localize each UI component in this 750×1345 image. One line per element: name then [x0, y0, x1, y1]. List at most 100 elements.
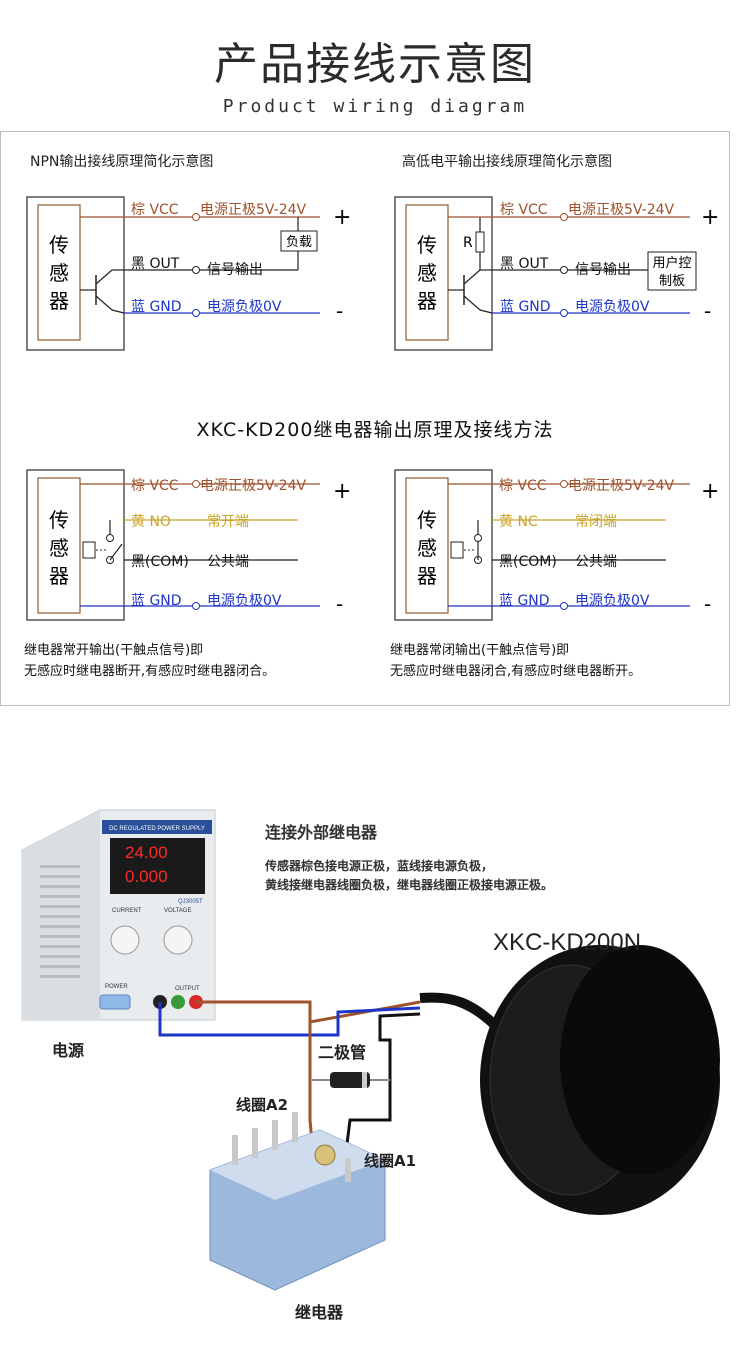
- sensor-char: 传: [417, 233, 437, 257]
- sensor-char: 器: [417, 289, 437, 313]
- blue-label: 蓝 GND: [499, 593, 550, 609]
- neg-label: 电源负极0V: [575, 299, 650, 315]
- blue-terminal: [560, 309, 568, 317]
- coil-a1-label: 线圈A1: [364, 1152, 416, 1170]
- sensor-face: [560, 945, 720, 1175]
- note-line: 无感应时继电器断开,有感应时继电器闭合。: [24, 664, 276, 679]
- brown-wire: [196, 1000, 421, 1024]
- sig-label: 信号输出: [207, 262, 263, 278]
- sensor-box: [26, 469, 125, 621]
- hilo-diagram-title: 高低电平输出接线原理简化示意图: [402, 154, 612, 170]
- psu-voltage-knob[interactable]: [163, 925, 193, 955]
- black-label: 黑 OUT: [500, 256, 549, 272]
- relay-no-diagram: 传 感 器 棕 VCC 电源正极5V-24V 黄 NO 常开端 黑(COM) 公…: [26, 469, 351, 621]
- neg-label: 电源负极0V: [207, 593, 282, 609]
- relay-no-note: 继电器常开输出(干触点信号)即 无感应时继电器断开,有感应时继电器闭合。: [24, 640, 275, 682]
- black-terminal: [560, 266, 568, 274]
- resistor: [475, 231, 485, 253]
- wiring-diagram-panel: [0, 131, 730, 706]
- page-subtitle: Product wiring diagram: [222, 96, 528, 117]
- transistor-emitter: [463, 295, 481, 311]
- blue-label: 蓝 GND: [131, 593, 182, 609]
- coil-a2-label: 线圈A2: [236, 1096, 288, 1114]
- relay-pin: [272, 1120, 278, 1150]
- neg-label: 电源负极0V: [575, 593, 650, 609]
- brown-label: 棕 VCC: [131, 202, 179, 218]
- photo-desc-line: 传感器棕色接电源正极，蓝线接电源负极，: [264, 858, 493, 873]
- load-label: 负载: [286, 235, 312, 250]
- psu-current-knob[interactable]: [110, 925, 140, 955]
- sensor-char: 传: [49, 233, 69, 257]
- sensor-inner-box: [405, 477, 449, 614]
- product-model: XKC-KD200N: [493, 929, 641, 956]
- relay-pin: [252, 1128, 258, 1158]
- black-label: 黑(COM): [499, 554, 557, 570]
- relay-pin: [232, 1135, 238, 1165]
- yellow-end-label: 常开端: [207, 514, 249, 530]
- sensor-cable: [419, 992, 504, 1034]
- minus-sign: -: [704, 592, 711, 616]
- sensor-char: 器: [417, 564, 437, 588]
- relay-coil: [82, 541, 96, 559]
- psu-voltage-readout: 24.00: [125, 843, 168, 862]
- yellow-label: 黄 NC: [499, 513, 538, 530]
- blue-terminal: [560, 602, 568, 610]
- psu-model: QJ3005T: [178, 899, 203, 905]
- brown-branch-wire: [308, 1022, 314, 1143]
- minus-sign: -: [336, 299, 343, 323]
- psu-voltage-knob-label: VOLTAGE: [164, 908, 191, 914]
- diode-label: 二极管: [318, 1043, 366, 1062]
- sensor-char: 感: [49, 261, 69, 285]
- sensor-xkc-kd200n: [480, 945, 720, 1215]
- relay-pin: [292, 1112, 298, 1142]
- psu-current-knob-label: CURRENT: [112, 908, 142, 914]
- plus-sign: +: [701, 205, 719, 230]
- black-end-label: 公共端: [207, 554, 249, 570]
- relay-switch-arm: [109, 543, 123, 561]
- brown-terminal: [192, 213, 200, 221]
- psu-output-label: OUTPUT: [175, 986, 200, 992]
- diode-band: [362, 1072, 367, 1088]
- diode-body: [330, 1072, 370, 1088]
- psu-brand: DC REGULATED POWER SUPPLY: [109, 826, 205, 832]
- psu-vents: [40, 865, 80, 978]
- yellow-label: 黄 NO: [131, 513, 171, 530]
- relay-contact: [474, 534, 482, 542]
- control-board-label: 用户控: [652, 255, 691, 271]
- minus-sign: -: [704, 299, 711, 323]
- brown-terminal: [560, 213, 568, 221]
- relay-nc-diagram: 传 感 器 棕 VCC 电源正极5V-24V 黄 NC 常闭端 黑(COM) 公…: [394, 469, 719, 621]
- note-line: 继电器常闭输出(干触点信号)即: [390, 643, 570, 658]
- note-line: 无感应时继电器闭合,有感应时继电器断开。: [390, 664, 642, 679]
- black-end-label: 公共端: [575, 554, 617, 570]
- npn-diagram: 传 感 器 棕 VCC 电源正极5V-24V 黑 OUT 信号输出 蓝 GND …: [26, 196, 351, 351]
- pos-label: 电源正极5V-24V: [568, 478, 675, 494]
- photo-heading: 连接外部继电器: [265, 823, 378, 842]
- psu-power-button[interactable]: [99, 994, 131, 1010]
- psu-terminal-ground: [171, 995, 185, 1009]
- sensor-char: 感: [417, 536, 437, 560]
- blue-wire: [158, 1002, 421, 1037]
- transistor-emitter-lead: [111, 309, 125, 314]
- brown-label: 棕 VCC: [500, 202, 548, 218]
- relay: [209, 1112, 386, 1291]
- psu-power-label: POWER: [105, 984, 128, 990]
- resistor-label: R: [463, 235, 473, 251]
- brown-terminal: [192, 480, 200, 488]
- brown-terminal: [560, 480, 568, 488]
- relay-contact: [106, 534, 114, 542]
- black-label: 黑 OUT: [131, 256, 180, 272]
- sensor-char: 传: [49, 508, 69, 532]
- plus-sign: +: [333, 205, 351, 230]
- blue-label: 蓝 GND: [131, 299, 182, 315]
- blue-terminal: [192, 602, 200, 610]
- neg-label: 电源负极0V: [207, 299, 282, 315]
- brown-label: 棕 VCC: [499, 478, 547, 494]
- pos-label: 电源正极5V-24V: [200, 202, 307, 218]
- power-supply: DC REGULATED POWER SUPPLY 24.00 0.000 QJ…: [21, 809, 216, 1021]
- black-label: 黑(COM): [131, 554, 189, 570]
- sig-label: 信号输出: [575, 262, 631, 278]
- sensor-char: 传: [417, 508, 437, 532]
- sensor-char: 感: [49, 536, 69, 560]
- sensor-char: 感: [417, 261, 437, 285]
